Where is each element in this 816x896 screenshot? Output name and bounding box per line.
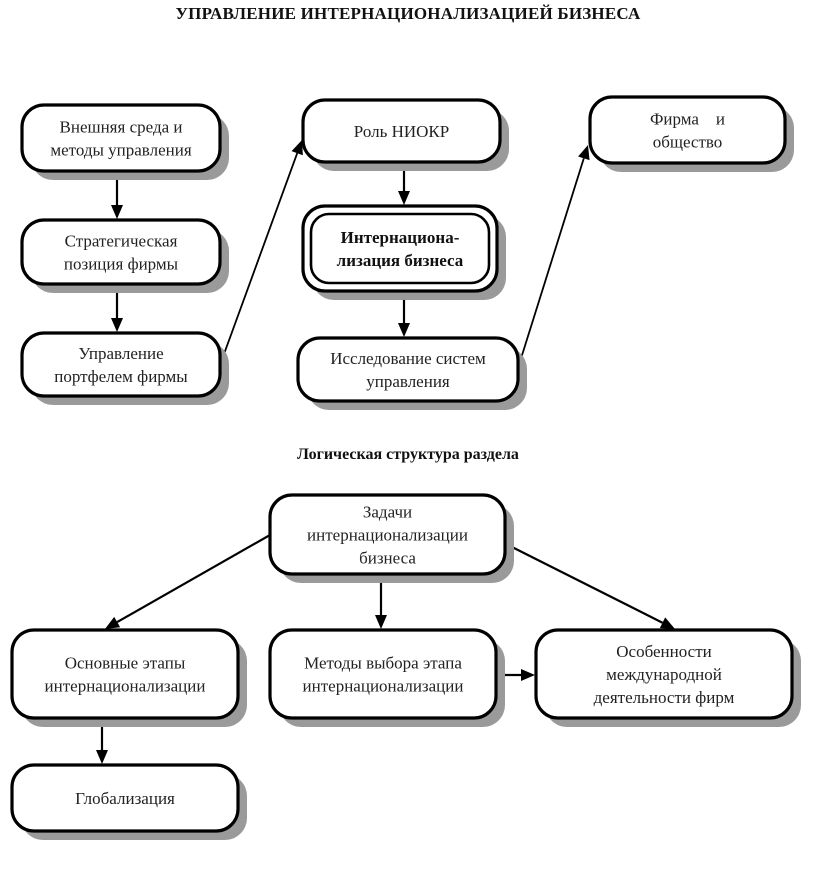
arrowhead-icon xyxy=(96,750,108,764)
arrowhead-icon xyxy=(659,617,675,629)
node-stage-selection-methods: Методы выбора этапа интернационализации xyxy=(268,628,505,727)
arrowhead-icon xyxy=(375,615,387,629)
node-label-line: управления xyxy=(366,372,450,391)
node-label-line: Особенности xyxy=(616,642,711,661)
box-border xyxy=(534,628,794,720)
page-title: УПРАВЛЕНИЕ ИНТЕРНАЦИОНАЛИЗАЦИЕЙ БИЗНЕСА xyxy=(175,4,641,23)
node-label-line: общество xyxy=(653,133,723,152)
box-border xyxy=(20,331,222,398)
node-firm-and-society: Фирма и общество xyxy=(588,95,794,172)
node-label-line: лизация бизнеса xyxy=(337,251,464,270)
box-border xyxy=(301,98,502,164)
edges-layer xyxy=(96,140,675,764)
box-border xyxy=(296,336,520,403)
box-border xyxy=(20,103,222,173)
node-label-line: Управление xyxy=(78,344,163,363)
arrowhead-icon xyxy=(398,191,410,205)
connector-line xyxy=(116,534,271,624)
node-label-line: позиция фирмы xyxy=(64,255,179,274)
node-label-line: портфелем фирмы xyxy=(54,367,188,386)
box-inner-border xyxy=(309,212,491,285)
node-label-line: международной xyxy=(606,665,722,684)
box-border xyxy=(588,95,787,165)
node-label-line: Задачи xyxy=(363,503,412,522)
edge-portfolio-management-to-rnd-role xyxy=(219,140,303,366)
node-label-line: Основные этапы xyxy=(65,654,186,673)
node-international-features: Особенности международной деятельности фир… xyxy=(534,628,801,727)
node-label-line: Внешняя среда и xyxy=(60,118,183,137)
box-border xyxy=(10,763,240,833)
box-border xyxy=(10,628,240,720)
node-label-line: интернационализации xyxy=(303,677,464,696)
node-label-line: Интернациона- xyxy=(341,228,460,247)
node-portfolio-management: Управление портфелем фирмы xyxy=(20,331,229,405)
node-tasks: Задачи интернационализации бизнеса xyxy=(268,493,514,583)
node-label-line: Глобализация xyxy=(75,789,175,808)
node-label-line: Стратегическая xyxy=(65,232,178,251)
section-subtitle: Логическая структура раздела xyxy=(297,446,519,463)
arrowhead-icon xyxy=(578,145,590,161)
node-globalization: Глобализация xyxy=(10,763,247,840)
connector-line xyxy=(517,158,585,369)
connector-line xyxy=(505,543,663,624)
node-label-line: интернационализации xyxy=(307,526,468,545)
node-external-env: Внешняя среда и методы управления xyxy=(20,103,229,180)
box-border xyxy=(268,493,507,576)
connector-line xyxy=(219,152,299,366)
node-label-line: интернационализации xyxy=(45,677,206,696)
node-label-line: Фирма и xyxy=(650,110,725,129)
node-label-line: Методы выбора этапа xyxy=(304,654,462,673)
arrowhead-icon xyxy=(105,616,121,629)
node-rnd-role: Роль НИОКР xyxy=(301,98,509,171)
arrowhead-icon xyxy=(291,140,303,156)
nodes-layer: Внешняя среда и методы управленияСтратеги… xyxy=(10,95,801,840)
arrowhead-icon xyxy=(521,669,535,681)
node-internationalization: Интернациона-лизация бизнеса xyxy=(301,204,506,300)
node-label-line: бизнеса xyxy=(359,549,416,568)
node-management-systems-research: Исследование систем управления xyxy=(296,336,527,410)
arrowhead-icon xyxy=(398,323,410,337)
node-strategic-position: Стратегическая позиция фирмы xyxy=(20,218,229,293)
node-label-line: Роль НИОКР xyxy=(354,122,449,141)
edge-tasks-to-stage-selection-methods xyxy=(375,575,387,629)
node-label-line: методы управления xyxy=(50,141,192,160)
node-label-line: деятельности фирм xyxy=(594,688,735,707)
box-border xyxy=(20,218,222,286)
node-main-stages: Основные этапы интернационализации xyxy=(10,628,247,727)
box-border xyxy=(268,628,498,720)
arrowhead-icon xyxy=(111,205,123,219)
node-label-line: Исследование систем xyxy=(330,349,486,368)
edge-management-systems-research-to-firm-and-society xyxy=(517,145,590,369)
edge-tasks-to-international-features xyxy=(505,543,675,629)
arrowhead-icon xyxy=(111,318,123,332)
edge-tasks-to-main-stages xyxy=(105,534,271,629)
